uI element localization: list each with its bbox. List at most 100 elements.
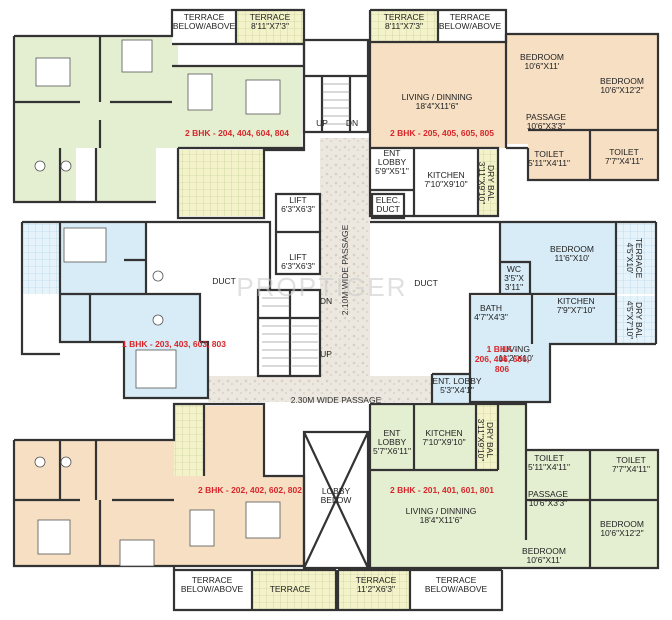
room-label-line: 10'6"X3'3"	[527, 121, 566, 131]
unit-ml-tile	[22, 294, 60, 354]
terrace-bl2-fill	[252, 570, 336, 610]
room-label-line: BELOW/ABOVE	[425, 584, 488, 594]
room-label-up-top: UP	[316, 118, 328, 128]
room-label-drybal-tr: DRY BAL3'11"X9'10"	[477, 162, 496, 205]
room-label-duct-r: DUCT	[414, 278, 438, 288]
room-label-line: DRY BAL	[485, 422, 495, 458]
unit-mr-fill	[470, 344, 550, 402]
room-label-line: 3'11"X9'10"	[477, 162, 487, 205]
room-label-line: 5'3"X4'1"	[440, 385, 474, 395]
room-label-line: LIFT	[289, 195, 306, 205]
room-label-drybal-mr: DRY BAL4'5"X7'10"	[625, 301, 644, 340]
unit-tl-kitchen	[178, 150, 264, 216]
wc-icon	[60, 160, 72, 172]
kitchen-tr-fill	[414, 148, 478, 216]
terrace-bl-fill	[174, 570, 252, 610]
unit-tr-fill	[370, 40, 506, 148]
bed-bl1	[37, 519, 71, 555]
room-label-line: UP	[316, 118, 328, 128]
unit-br-fill	[370, 404, 526, 568]
drybal-br-fill	[476, 404, 498, 470]
unit-tr-fill	[506, 34, 658, 144]
room-label-line: 18'4"X11'6"	[420, 515, 463, 525]
room-label-line: TERRACE	[192, 575, 233, 585]
furniture	[34, 39, 281, 567]
room-label-line: LIVING / DINNING	[402, 92, 473, 102]
unit-br-fill	[526, 450, 658, 568]
sofa-tl	[245, 79, 281, 115]
room-label-line: WC	[507, 264, 521, 274]
room-label-line: LOBBY	[378, 157, 407, 167]
room-label-terrace-bl2: TERRACE	[270, 584, 311, 594]
room-label-line: 10'6"X11'	[527, 555, 562, 565]
room-label-dn-top: DN	[346, 118, 358, 128]
room-label-line: ELEC.	[376, 195, 401, 205]
room-label-line: 7'7"X4'11"	[612, 464, 650, 474]
entlobby-tr-fill	[370, 150, 414, 190]
room-label-line: BELOW/ABOVE	[181, 584, 244, 594]
wc-icon	[152, 314, 164, 326]
room-label-elec: ELEC.DUCT	[376, 195, 401, 214]
bed-tl2	[121, 39, 153, 73]
walls	[12, 8, 660, 612]
room-label-line: 3'11"X9'10"	[476, 419, 486, 462]
room-label-line: BEDROOM	[600, 519, 644, 529]
room-label-line: 11'2"X10'	[499, 353, 534, 363]
wc-icon	[152, 270, 164, 282]
unit-mr-fill	[500, 222, 616, 294]
room-label-line: DUCT	[414, 278, 438, 288]
unit-label-line: 1 BHK -	[487, 344, 518, 354]
room-label-line: 3'11"	[505, 282, 523, 292]
room-label-line: ENT	[384, 428, 401, 438]
unit-tl-toilet2	[96, 148, 156, 202]
room-label-line: 3'5"X	[504, 273, 524, 283]
sofa-ml	[135, 349, 177, 389]
room-label-line: LIVING	[502, 344, 530, 354]
room-label-line: TOILET	[609, 147, 639, 157]
room-label-line: DUCT	[376, 204, 400, 214]
unit-ml-tile	[22, 222, 60, 294]
room-label-line: PASSAGE	[528, 489, 568, 499]
horizontal-passage-label: 2.30M WIDE PASSAGE	[291, 395, 382, 405]
room-label-line: 7'7"X4'11"	[605, 156, 643, 166]
unit-tr-area	[370, 10, 658, 216]
room-label-line: 10'6"X11'	[525, 61, 560, 71]
table-bl	[189, 509, 215, 547]
unit-label-line: 806	[495, 364, 509, 374]
room-label-line: TERRACE	[184, 12, 225, 22]
room-label-line: LIFT	[289, 252, 306, 262]
wc-icon	[60, 456, 72, 468]
room-label-line: BEDROOM	[520, 52, 564, 62]
room-label-line: BEDROOM	[522, 546, 566, 556]
room-label-line: LOBBY	[322, 486, 351, 496]
room-label-line: 7'10"X9'10"	[424, 179, 467, 189]
room-label-line: 11'2"X6'3"	[357, 584, 395, 594]
unit-label-unit-mr: 1 BHK -206, 406, 606,806	[475, 344, 529, 374]
wc-icon	[34, 456, 46, 468]
room-label-line: DN	[320, 296, 332, 306]
room-label-line: 7'9"X7'10"	[557, 305, 596, 315]
unit-mr-fill	[470, 296, 616, 344]
bed-tl1	[35, 57, 71, 87]
room-label-line: LIVING / DINNING	[406, 506, 477, 516]
room-label-line: 11'6"X10'	[555, 253, 590, 263]
horizontal-passage	[208, 376, 434, 402]
